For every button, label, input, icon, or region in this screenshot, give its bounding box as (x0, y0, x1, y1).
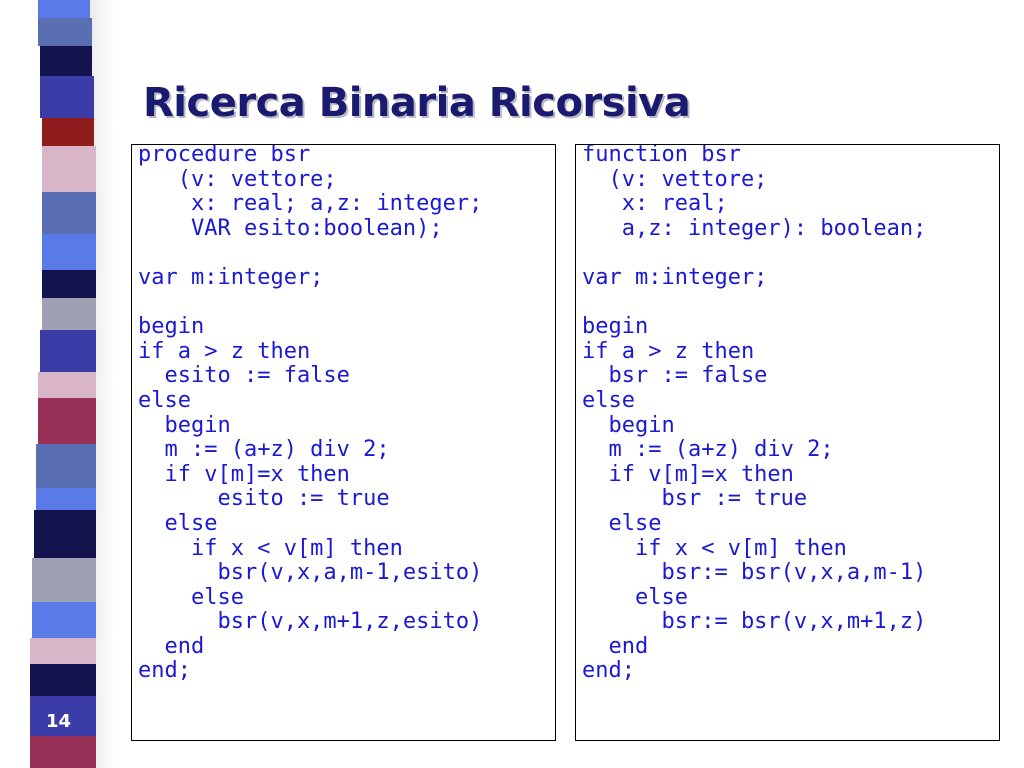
code-line: bsr := false (582, 363, 768, 389)
stripe-band (42, 118, 94, 146)
stripe-band (30, 696, 96, 736)
code-line: end (582, 633, 649, 659)
code-line: else (138, 584, 244, 610)
code-line: begin (138, 412, 231, 438)
stripe-band (38, 18, 92, 46)
stripe-band (42, 192, 96, 234)
code-line: m := (a+z) div 2; (582, 437, 834, 463)
stripe-band (32, 602, 96, 638)
stripe-band (38, 398, 96, 444)
code-line: if a > z then (138, 338, 311, 364)
code-line: end (138, 633, 205, 659)
code-line: end; (138, 658, 191, 684)
procedure-code-box: procedure bsr (v: vettore; x: real; a,z:… (131, 144, 556, 741)
stripe-band (42, 234, 96, 270)
stripe-band (38, 372, 96, 398)
code-line: VAR esito:boolean); (138, 215, 443, 241)
stripe-band (30, 736, 96, 768)
stripe-band (42, 146, 96, 192)
code-line: if a > z then (582, 338, 755, 364)
stripe-band (36, 488, 96, 510)
code-line: if v[m]=x then (582, 461, 794, 487)
stripe-band (34, 510, 96, 558)
code-line: if v[m]=x then (138, 461, 350, 487)
code-line: (v: vettore; (138, 166, 337, 192)
code-line: if x < v[m] then (138, 535, 403, 561)
code-line: else (582, 584, 688, 610)
code-line (138, 291, 482, 316)
decorative-stripe (0, 0, 100, 768)
stripe-band (38, 0, 90, 18)
stripe-band (36, 444, 96, 488)
code-line: begin (582, 314, 649, 340)
code-line: esito := true (138, 486, 390, 512)
code-line: procedure bsr (138, 144, 311, 167)
code-line: end; (582, 658, 635, 684)
code-line: else (582, 510, 662, 536)
code-line: bsr(v,x,a,m-1,esito) (138, 560, 483, 586)
code-line: a,z: integer): boolean; (582, 215, 927, 241)
stripe-band (30, 638, 96, 664)
code-line: else (138, 387, 191, 413)
function-code: function bsr (v: vettore; x: real; a,z: … (582, 144, 927, 684)
function-code-box: function bsr (v: vettore; x: real; a,z: … (575, 144, 1000, 741)
code-line: var m:integer; (138, 264, 324, 290)
code-line: (v: vettore; (582, 166, 768, 192)
code-line: function bsr (582, 144, 741, 167)
code-line: m := (a+z) div 2; (138, 437, 390, 463)
code-line: else (582, 387, 635, 413)
code-line: var m:integer; (582, 264, 768, 290)
code-line: else (138, 510, 218, 536)
procedure-code: procedure bsr (v: vettore; x: real; a,z:… (138, 144, 483, 684)
code-line: bsr := true (582, 486, 808, 512)
code-line (138, 241, 482, 266)
stripe-band (42, 270, 96, 298)
code-line (582, 291, 926, 316)
code-line (582, 241, 926, 266)
code-line: if x < v[m] then (582, 535, 847, 561)
code-line: bsr(v,x,m+1,z,esito) (138, 609, 483, 635)
stripe-band (42, 298, 96, 330)
code-line: begin (138, 314, 205, 340)
code-line: x: real; a,z: integer; (138, 191, 483, 217)
stripe-band (32, 558, 96, 602)
stripe-band (40, 46, 92, 76)
page-number: 14 (46, 711, 72, 732)
stripe-band (40, 76, 94, 118)
code-line: bsr:= bsr(v,x,a,m-1) (582, 560, 927, 586)
slide-title: Ricerca Binaria Ricorsiva (143, 80, 691, 126)
stripe-band (40, 330, 96, 372)
code-line: x: real; (582, 191, 728, 217)
code-line: esito := false (138, 363, 350, 389)
code-line: begin (582, 412, 675, 438)
code-line: bsr:= bsr(v,x,m+1,z) (582, 609, 927, 635)
stripe-band (30, 664, 96, 696)
